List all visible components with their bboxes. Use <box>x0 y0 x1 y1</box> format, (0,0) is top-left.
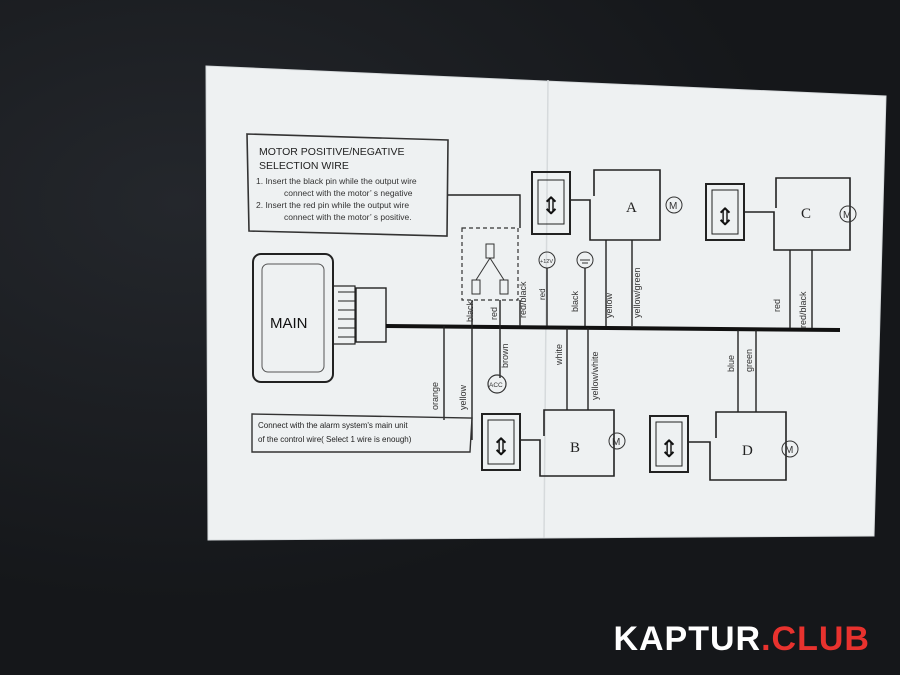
wire-label-red-small: red <box>538 288 547 300</box>
watermark-part-2: .CLUB <box>761 620 870 658</box>
wire-label-green: green <box>744 349 754 372</box>
wire-label-blue: blue <box>726 355 736 372</box>
acc-label: ACC <box>489 382 503 389</box>
motor-a-group: ⇕ A M yellow yellow/green <box>531 169 683 326</box>
actuator-arrow-a: ⇕ <box>541 193 561 220</box>
watermark-part-1: KAPTUR <box>613 620 762 658</box>
acc-terminal <box>487 374 507 394</box>
instruction-line-2: connect with the motor’ s negative <box>284 188 413 198</box>
wire-label-yellow-green: yellow/green <box>632 267 642 318</box>
wire-label-white: white <box>554 344 564 366</box>
actuator-arrow-b: ⇕ <box>491 434 511 461</box>
motor-c-label: C <box>801 206 811 222</box>
motor-a-label: A <box>626 200 637 216</box>
polarity-selector <box>461 227 519 301</box>
actuator-arrow-c: ⇕ <box>715 204 735 231</box>
motor-b-symbol: M <box>612 437 620 448</box>
instruction-title-2: SELECTION WIRE <box>259 160 349 172</box>
main-label: MAIN <box>270 315 308 332</box>
wire-label-red-black: red/black <box>518 281 528 318</box>
motor-b-label: B <box>570 440 580 456</box>
wire-label-black-2: black <box>570 290 580 312</box>
motor-c-group: ⇕ C M red red/black <box>705 177 857 328</box>
power-label: +12V <box>540 259 553 265</box>
wire-label-yellow-a: yellow <box>604 292 614 318</box>
instruction-line-4: connect with the motor’ s positive. <box>284 212 412 222</box>
motor-b-group: ⇕ B M white yellow/white <box>481 328 626 477</box>
instruction-title-1: MOTOR POSITIVE/NEGATIVE <box>259 146 404 158</box>
main-unit: MAIN <box>252 253 387 383</box>
wire-label-black: black <box>465 300 475 322</box>
wire-label-red-c: red <box>772 299 782 312</box>
alarm-line-2: of the control wire( Select 1 wire is en… <box>258 435 412 444</box>
wire-label-orange: orange <box>430 382 440 410</box>
motor-a-symbol: M <box>669 201 677 212</box>
watermark-logo: KAPTUR.CLUB <box>613 620 870 659</box>
instruction-line-3: 2. Insert the red pin while the output w… <box>256 200 409 210</box>
motor-d-label: D <box>742 443 753 459</box>
alarm-connection-box: Connect with the alarm system's main uni… <box>251 413 473 453</box>
wire-label-brown: brown <box>500 343 510 368</box>
instruction-line-1: 1. Insert the black pin while the output… <box>256 176 417 186</box>
actuator-arrow-d: ⇕ <box>659 436 679 463</box>
alarm-line-1: Connect with the alarm system's main uni… <box>258 421 408 430</box>
wire-label-yellow-white: yellow/white <box>590 351 600 400</box>
motor-c-symbol: M <box>843 210 851 221</box>
wire-label-red: red <box>489 307 499 320</box>
wire-label-red-black-c: red/black <box>798 291 808 328</box>
paper-fold <box>543 79 549 539</box>
motor-d-symbol: M <box>785 445 793 456</box>
wire-label-yellow: yellow <box>458 384 468 410</box>
instruction-box: MOTOR POSITIVE/NEGATIVE SELECTION WIRE 1… <box>246 133 449 237</box>
main-bus <box>385 324 841 332</box>
motor-d-group: ⇕ D M blue green <box>649 330 799 481</box>
